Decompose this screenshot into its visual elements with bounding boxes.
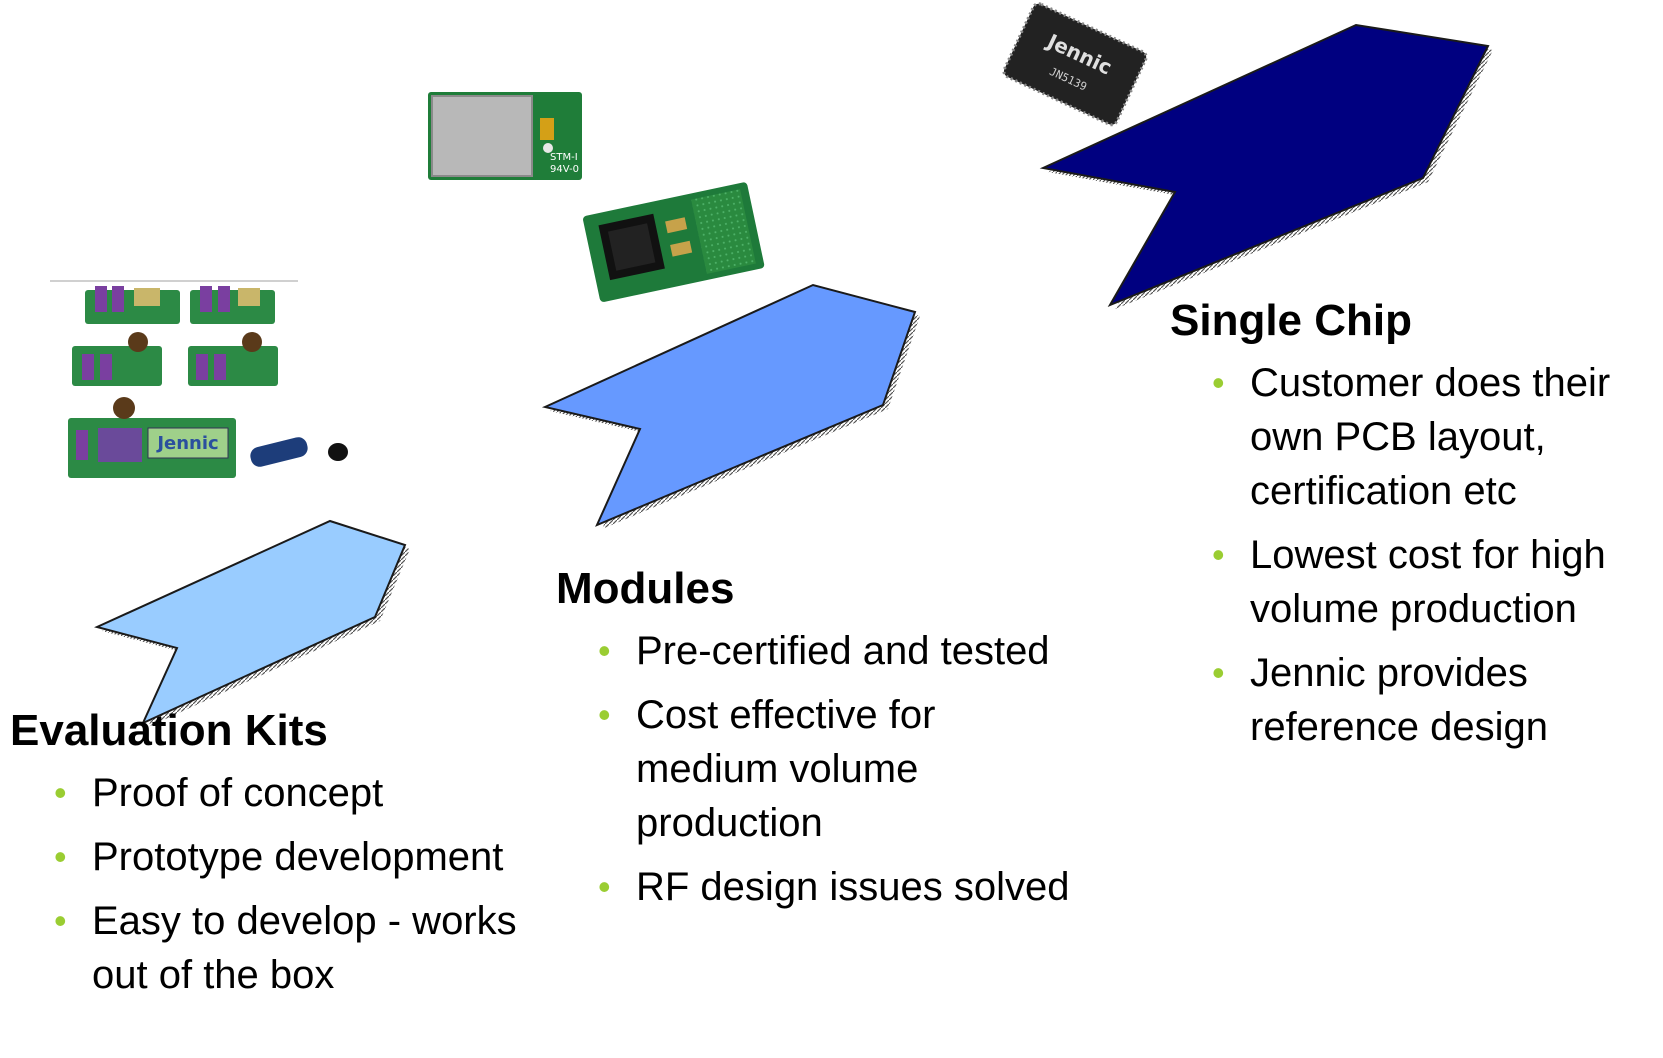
bullet-list: • Pre-certified and tested • Cost effectiv… bbox=[598, 624, 1156, 914]
bullet-text: Proof of concept bbox=[92, 771, 384, 815]
bullet-dot-icon: • bbox=[1212, 652, 1225, 693]
bullet-item: • Customer does their own PCB layout, cer… bbox=[1212, 356, 1660, 518]
bullet-text: Lowest cost for high volume production bbox=[1250, 533, 1606, 631]
bullet-dot-icon: • bbox=[54, 900, 67, 941]
bullet-list: • Customer does their own PCB layout, cer… bbox=[1212, 356, 1660, 754]
bullet-item: • Jennic provides reference design bbox=[1212, 646, 1660, 754]
jennic-chip-image: Jennic JN5139 bbox=[1002, 2, 1148, 127]
bullet-item: • Lowest cost for high volume production bbox=[1212, 528, 1660, 636]
stage-single-chip: Single Chip • Customer does their own PCB… bbox=[1170, 296, 1660, 754]
stage-title: Single Chip bbox=[1170, 296, 1412, 345]
bullet-item: • Pre-certified and tested bbox=[598, 624, 1156, 678]
bullet-text: Easy to develop - works out of the box bbox=[92, 899, 517, 997]
bullet-text: RF design issues solved bbox=[636, 865, 1070, 909]
usb-dongle-icon bbox=[250, 437, 348, 467]
stage-title: Modules bbox=[556, 564, 735, 613]
bullet-item: • Prototype development bbox=[54, 830, 550, 884]
bullet-list: • Proof of concept • Prototype development… bbox=[54, 766, 550, 1002]
stage-evaluation-kits: Evaluation Kits • Proof of concept • Proto… bbox=[10, 706, 550, 1002]
arrow-evaluation-kits bbox=[94, 519, 410, 727]
bullet-dot-icon: • bbox=[54, 772, 67, 813]
stage-title: Evaluation Kits bbox=[10, 706, 328, 755]
bullet-dot-icon: • bbox=[1212, 534, 1225, 575]
bullet-item: • Easy to develop - works out of the box bbox=[54, 894, 550, 1002]
svg-text:94V-0: 94V-0 bbox=[550, 164, 579, 175]
bullet-text: Prototype development bbox=[92, 835, 504, 879]
bullet-text: Pre-certified and tested bbox=[636, 629, 1050, 673]
bullet-text: Cost effective for medium volume product… bbox=[636, 693, 936, 845]
bullet-item: • Cost effective for medium volume produc… bbox=[598, 688, 996, 850]
bullet-dot-icon: • bbox=[598, 866, 611, 907]
arrow-single-chip bbox=[1039, 23, 1493, 309]
rf-module-shielded-image: STM-I 94V-0 bbox=[428, 92, 582, 180]
arrow-modules bbox=[541, 283, 920, 529]
bullet-dot-icon: • bbox=[1212, 362, 1225, 403]
stage-modules: Modules • Pre-certified and tested • Cost … bbox=[556, 564, 1156, 914]
bullet-dot-icon: • bbox=[598, 630, 611, 671]
rf-module-pcb-image bbox=[583, 182, 765, 302]
bullet-text: Jennic provides reference design bbox=[1250, 651, 1548, 749]
svg-text:Jennic: Jennic bbox=[155, 433, 218, 454]
bullet-item: • RF design issues solved bbox=[598, 860, 1156, 914]
bullet-text: Customer does their own PCB layout, cert… bbox=[1250, 361, 1611, 513]
bullet-item: • Proof of concept bbox=[54, 766, 550, 820]
bullet-dot-icon: • bbox=[54, 836, 67, 877]
eval-kit-boards-image: Jennic bbox=[50, 280, 348, 478]
bullet-dot-icon: • bbox=[598, 694, 611, 735]
svg-text:STM-I: STM-I bbox=[550, 152, 578, 163]
